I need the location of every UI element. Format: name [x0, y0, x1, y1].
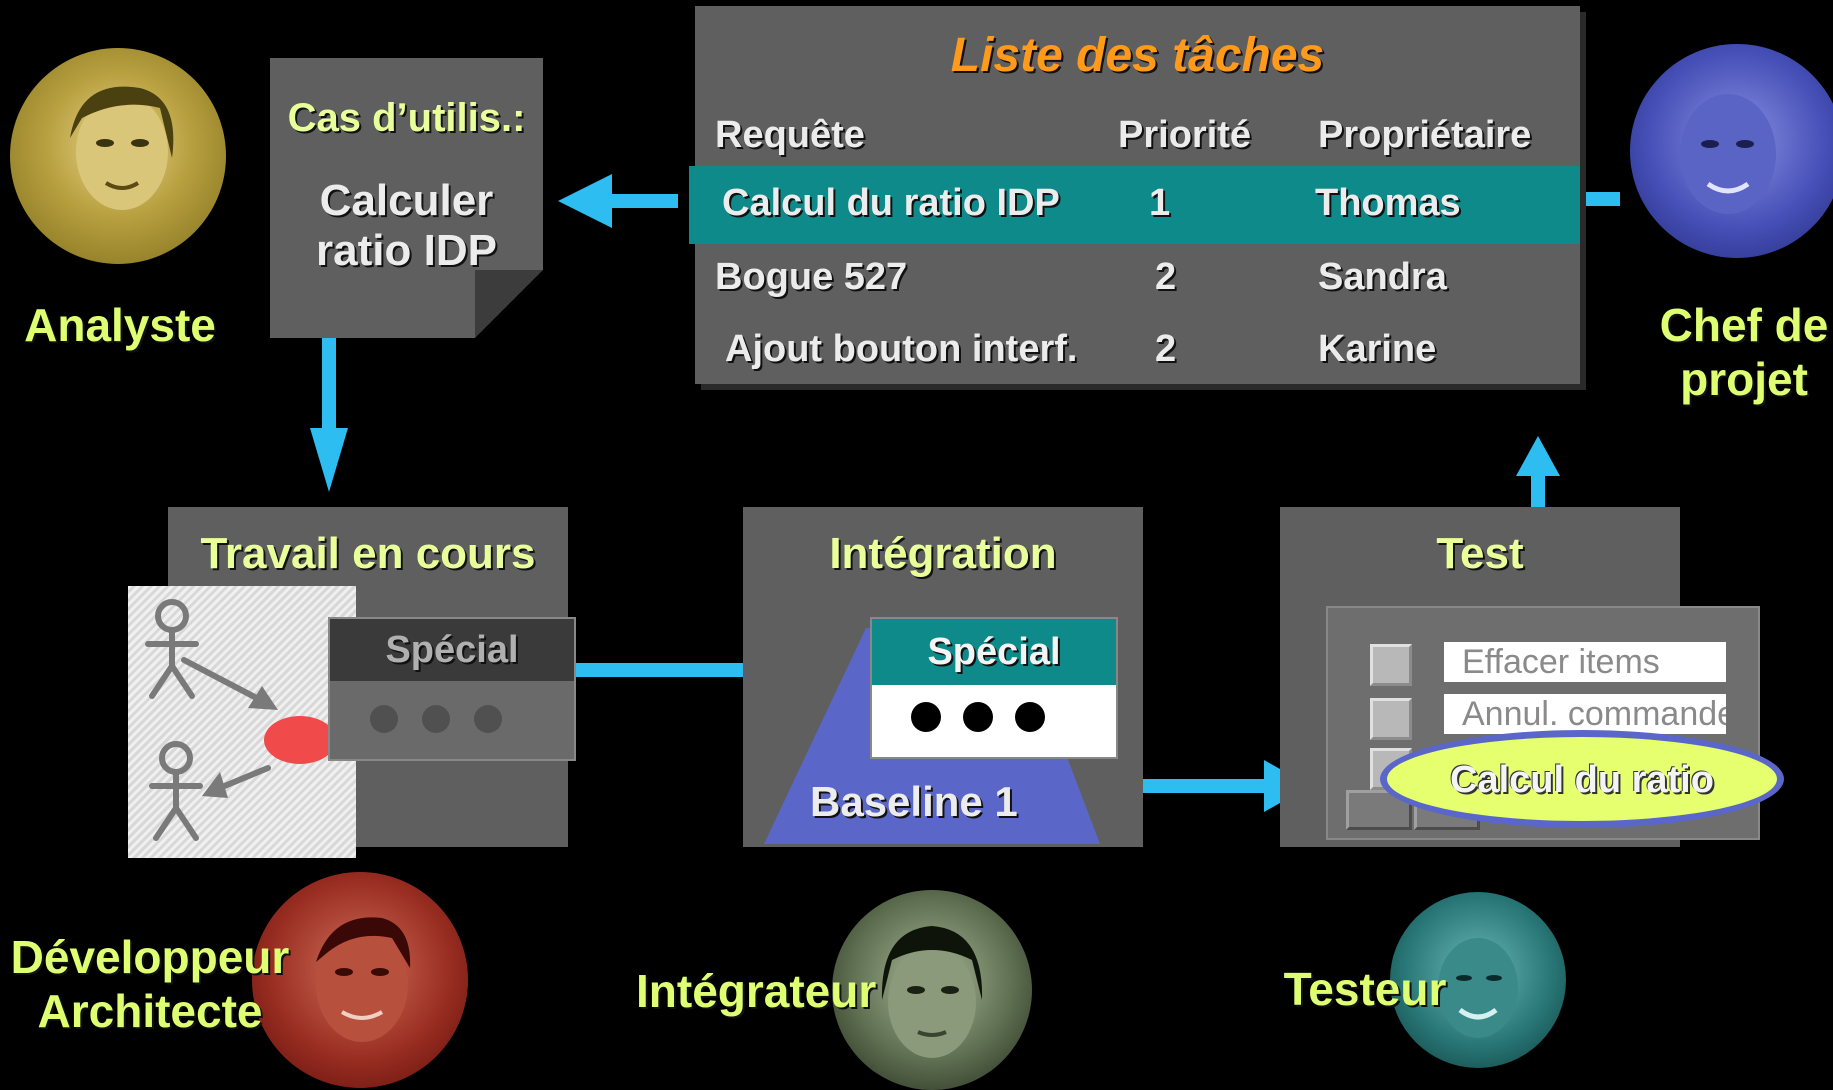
use-case-line: Calculer: [319, 176, 494, 225]
task-owner: Sandra: [1318, 256, 1447, 298]
test-title: Test: [1436, 529, 1524, 578]
task-priority: 1: [1149, 182, 1171, 224]
integration-component: Spécial: [870, 617, 1118, 759]
role-line: projet: [1680, 353, 1808, 405]
test-field-cancel-order[interactable]: Annul. commande: [1444, 694, 1726, 734]
baseline-label: Baseline 1: [810, 778, 1018, 825]
task-priority: 2: [1155, 256, 1177, 298]
checkbox-button[interactable]: [1370, 644, 1412, 686]
form-button[interactable]: [1346, 790, 1412, 830]
integration-title: Intégration: [829, 529, 1057, 578]
role-developer: Développeur Architecte: [10, 930, 290, 1038]
task-request: Ajout bouton interf.: [725, 328, 1078, 370]
use-case-title: Cas d’utilis.:: [287, 96, 526, 140]
use-case-diagram-sheet: [128, 586, 356, 858]
arrow-test-to-tasklist: [1516, 436, 1560, 510]
use-case-body: Calculer ratio IDP: [270, 176, 543, 276]
test-highlight-label: Calcul du ratio: [1450, 759, 1714, 801]
column-header-request: Requête: [715, 114, 865, 156]
use-case-line: ratio IDP: [316, 226, 497, 275]
test-field-clear-items[interactable]: Effacer items: [1444, 642, 1726, 682]
developer-face-icon: [316, 917, 411, 1042]
project-manager-avatar: [1630, 44, 1833, 258]
wip-component: Spécial: [328, 617, 576, 761]
task-row[interactable]: Ajout bouton interf. 2 Karine: [695, 312, 1580, 390]
task-request: Calcul du ratio IDP: [722, 182, 1060, 224]
arrow-usecase-to-wip: [310, 338, 348, 492]
task-request: Bogue 527: [715, 256, 908, 298]
tester-avatar: [1390, 892, 1566, 1068]
role-integrator: Intégrateur: [636, 965, 877, 1017]
integration-component-name: Spécial: [872, 619, 1116, 685]
role-line: Chef de: [1659, 299, 1829, 351]
note-fold: [475, 270, 543, 338]
arrow-tasklist-to-usecase: [558, 174, 678, 228]
checkbox-button[interactable]: [1370, 698, 1412, 740]
role-tester: Testeur: [1283, 963, 1447, 1015]
use-case-note: Cas d’utilis.: Calculer ratio IDP: [270, 58, 543, 338]
analyst-face-icon: [70, 86, 174, 210]
ellipsis-icon: [911, 702, 1045, 732]
analyst-avatar: [10, 48, 226, 264]
integrator-face-icon: [881, 926, 983, 1058]
wip-component-name: Spécial: [330, 619, 574, 681]
ellipsis-icon: [370, 705, 502, 733]
task-list-panel: Liste des tâches Requête Priorité Propri…: [689, 6, 1580, 384]
integrator-avatar: [832, 890, 1032, 1090]
role-line: Architecte: [37, 985, 263, 1037]
role-project-manager: Chef de projet: [1655, 298, 1833, 406]
task-list-title: Liste des tâches: [950, 29, 1325, 82]
work-in-progress-title: Travail en cours: [200, 529, 536, 578]
role-analyst: Analyste: [24, 299, 216, 351]
test-highlight-ellipse[interactable]: Calcul du ratio: [1380, 730, 1784, 828]
column-header-owner: Propriétaire: [1318, 114, 1532, 156]
project-manager-face-icon: [1680, 94, 1776, 214]
task-owner: Karine: [1318, 328, 1437, 370]
task-owner: Thomas: [1315, 182, 1461, 224]
column-header-priority: Priorité: [1118, 114, 1252, 156]
task-row-selected[interactable]: Calcul du ratio IDP 1 Thomas: [689, 166, 1580, 244]
role-line: Développeur: [10, 931, 290, 983]
actors-diagram-icon: [145, 599, 336, 841]
task-row[interactable]: Bogue 527 2 Sandra: [695, 240, 1580, 318]
tester-face-icon: [1438, 938, 1518, 1038]
developer-avatar: [252, 872, 468, 1088]
task-priority: 2: [1155, 328, 1177, 370]
